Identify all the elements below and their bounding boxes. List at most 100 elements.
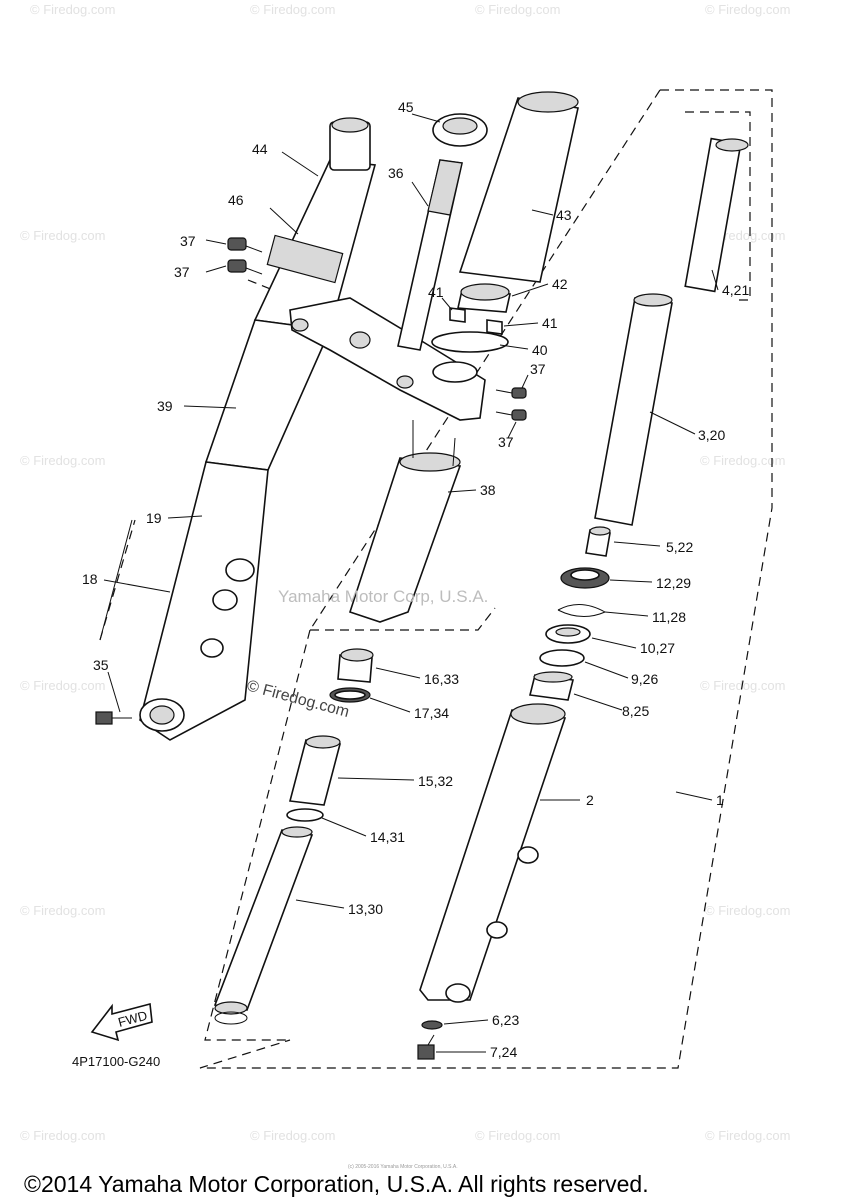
leader-37d — [507, 421, 517, 439]
watermark: © Firedog.com — [20, 678, 105, 693]
spring-13-coil — [214, 1011, 248, 1025]
callout-38: 38 — [480, 482, 496, 498]
callout-4-21: 4,21 — [722, 282, 749, 298]
pinch-bolt-shaft — [245, 267, 263, 275]
collar-5-top — [589, 526, 611, 536]
outer-tube-2 — [419, 709, 567, 1001]
leader-6-23 — [443, 1019, 489, 1025]
cartridge-boundary — [204, 629, 311, 1041]
leader-5-22 — [613, 541, 661, 547]
outer-tube-parts — [417, 137, 749, 1060]
caliper-mount-lower — [212, 589, 238, 611]
under-bracket-assembly — [289, 91, 579, 623]
watermark: © Firedog.com — [705, 903, 790, 918]
inner-assembly-boundary — [310, 607, 496, 631]
callout-37-right-lower: 37 — [498, 434, 514, 450]
callout-11-28: 11,28 — [652, 609, 686, 625]
stem-thread — [427, 159, 463, 216]
leader-8-25 — [573, 693, 623, 711]
damper-rod — [684, 137, 742, 293]
watermark: © Firedog.com — [30, 2, 115, 17]
watermark: © Firedog.com — [705, 2, 790, 17]
leader-15-32 — [337, 777, 415, 781]
pinch-bolt-shaft — [495, 389, 513, 394]
boot-stud — [452, 437, 456, 467]
callout-43: 43 — [556, 207, 572, 223]
leader-41b — [503, 322, 539, 327]
pinch-bolt — [511, 409, 527, 421]
callout-13-30: 13,30 — [348, 901, 383, 917]
watermark: © Firedog.com — [20, 228, 105, 243]
washer-9 — [539, 649, 585, 667]
hex-nut-41 — [486, 319, 503, 335]
leader-19 — [167, 515, 203, 519]
assembled-fork-left — [95, 117, 377, 741]
watermark: © Firedog.com — [20, 903, 105, 918]
leader-46 — [269, 207, 299, 235]
leader-44 — [281, 151, 319, 177]
callout-44: 44 — [252, 141, 268, 157]
mount-boss — [517, 846, 539, 864]
fender-mount — [200, 638, 224, 658]
leader-36 — [411, 181, 429, 207]
oil-seal-10-inner — [555, 627, 581, 637]
bracket-bolt-hole — [396, 375, 414, 389]
part-code: 4P17100-G240 — [72, 1054, 160, 1069]
steering-stem-boss — [432, 361, 478, 383]
callout-46: 46 — [228, 192, 244, 208]
fork-spring-13 — [213, 829, 314, 1011]
fwd-label: FWD — [116, 1008, 148, 1030]
leader-17-34 — [369, 697, 411, 713]
leader-42 — [511, 283, 549, 297]
watermark-grid: © Firedog.com © Firedog.com © Firedog.co… — [20, 2, 790, 1143]
axle-boss — [445, 983, 471, 1003]
leader-39 — [183, 405, 237, 409]
fork-boot-top — [399, 452, 461, 472]
leader-38 — [447, 489, 477, 493]
watermark: © Firedog.com — [475, 2, 560, 17]
callout-37-lower: 37 — [174, 264, 190, 280]
cartridge-parts — [213, 648, 374, 1025]
leader-13-30 — [295, 899, 345, 909]
cap-bolt-top — [331, 117, 369, 133]
callout-labels: 45 44 36 46 43 37 37 42 41 41 40 37 37 3… — [82, 99, 749, 1060]
leader-4-21 — [711, 269, 719, 291]
leader-37b — [205, 265, 227, 273]
cap-16-top — [340, 648, 374, 662]
watermark: © Firedog.com — [20, 453, 105, 468]
leader-11-28 — [604, 611, 649, 617]
leader-43 — [531, 209, 554, 216]
callout-16-33: 16,33 — [424, 671, 459, 687]
watermark: © Firedog.com — [250, 1128, 335, 1143]
fork-lower-leg — [139, 461, 269, 741]
callout-leaders — [99, 113, 719, 1053]
pinch-bolt-shaft — [495, 411, 513, 416]
dust-seal-12-inner — [570, 569, 600, 581]
callout-35: 35 — [93, 657, 109, 673]
spacer-15-top — [305, 735, 341, 749]
axle-pinch-bolt — [95, 711, 113, 725]
lock-washer — [431, 331, 509, 353]
copper-washer-6 — [421, 1020, 443, 1030]
leader-40 — [499, 344, 529, 350]
assembly-boundaries — [99, 89, 773, 1069]
axle-hole — [149, 705, 175, 725]
caliper-mount-upper — [225, 558, 255, 582]
under-bracket — [289, 297, 486, 421]
bracket-bolt-hole — [349, 331, 371, 349]
slide-metal-8-top — [533, 671, 573, 683]
leader-35 — [107, 671, 121, 713]
copyright-notice: ©2014 Yamaha Motor Corporation, U.S.A. A… — [24, 1171, 649, 1197]
small-print: (c) 2005-2016 Yamaha Motor Corporation, … — [348, 1164, 458, 1170]
leader-1 — [675, 791, 713, 801]
inner-tube — [594, 297, 673, 526]
callout-1: 1 — [716, 792, 724, 808]
leader-10-27 — [591, 637, 637, 649]
brand-watermark: Yamaha Motor Corp, U.S.A. — [278, 587, 488, 606]
spring-13-bottom — [214, 1001, 248, 1015]
leader-41a — [441, 297, 453, 311]
leader-3-20 — [649, 411, 696, 435]
spacer-15 — [288, 739, 342, 806]
callout-7-24: 7,24 — [490, 1044, 517, 1060]
